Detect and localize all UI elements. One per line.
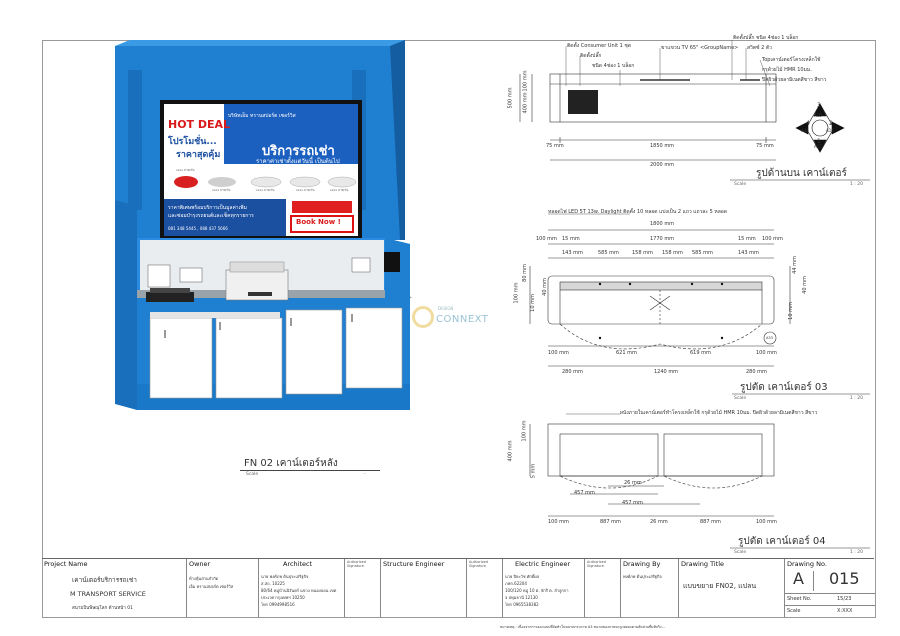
- cabinet-door: [215, 317, 283, 399]
- car-row: [174, 176, 357, 188]
- section-03-title: รูปตัด เคาน์เตอร์ 03: [740, 382, 828, 393]
- compass-icon: [795, 103, 845, 153]
- drawing-by-cell: Drawing By พงศ์ภพ ต้นปุระเสริฐกิจ: [620, 559, 678, 617]
- architect-signature-cell: Authorized Signature: [344, 559, 380, 617]
- section-04-title: รูปตัด เคาน์เตอร์ 04: [738, 536, 826, 547]
- render-scale-label: Scale: [246, 472, 259, 477]
- ad-service-title: บริการรถเช่า: [262, 144, 335, 159]
- socket-icon: [179, 267, 203, 283]
- ad-price: xxxx บาท/วัน: [212, 188, 231, 192]
- ad-body2: และซ่อมบำรุงรถยนต์และเช็คทุกรายการ: [168, 213, 254, 219]
- ad-price: xxxx บาท/วัน: [176, 168, 195, 172]
- project-cell: Project Name เคาน์เตอร์บริการรถเช่า M TR…: [44, 560, 146, 611]
- ad-price: xxxx บาท/วัน: [256, 188, 275, 192]
- router-icon: [146, 288, 194, 302]
- callout-icon: [763, 331, 777, 345]
- printer-icon: [225, 261, 289, 301]
- cabinet-door: [345, 307, 403, 389]
- ad-hot-deal: HOT DEAL: [168, 118, 231, 131]
- ad-book-now: Book Now !: [296, 218, 341, 226]
- drawing-no-cell: Drawing No. A 015 Sheet No. 15/23 Scale …: [784, 559, 875, 617]
- electric-cell: Electric Engineer นาย ปิยะวัช ศักดิ์ผล ภ…: [502, 559, 584, 617]
- socket-icon: [147, 264, 171, 288]
- consumer-unit-block: [568, 90, 598, 114]
- ad-promo2: ราคาสุดคุ้ม: [176, 150, 221, 160]
- ad-brand: บริษัทเอ็ม ทรานสปอร์ต เซอร์วิส: [228, 113, 296, 119]
- top-view-title: รูปด้านบน เคาน์เตอร์: [756, 168, 847, 179]
- electric-signature-cell: Authorized Signature: [584, 559, 620, 617]
- drawing-title-cell: Drawing Title แบบขยาย FN02, แปลน: [678, 559, 784, 617]
- structure-signature-cell: Authorized Signature: [466, 559, 502, 617]
- socket-icon: [351, 257, 371, 273]
- ad-price: xxxx บาท/วัน: [296, 188, 315, 192]
- ad-phones: 081 348 5445 , 088 437 5666: [168, 226, 228, 231]
- render-caption: FN 02 เคาน์เตอร์หลัง: [244, 458, 338, 469]
- structure-cell: Structure Engineer: [380, 559, 466, 617]
- ad-price: xxxx บาท/วัน: [330, 188, 349, 192]
- title-block: Project Name เคาน์เตอร์บริการรถเช่า M TR…: [42, 558, 875, 617]
- cabinet-door: [149, 317, 213, 399]
- footnote: หมายเหตุ : เนื่องจากการออกแบบที่จัดทำในข…: [500, 625, 665, 629]
- cabinet-door: [285, 309, 343, 395]
- architect-cell: Architect นาย พงศ์ภพ ต้นปุระเสริฐกิจ ส.ส…: [258, 559, 344, 617]
- owner-cell: Owner ห้างหุ้นส่วนจำกัด เอ็ม ทรานสปอร์ต …: [186, 559, 258, 617]
- render-scale-value: -: [364, 472, 366, 477]
- ad-promo1: โปรโมชั่น...: [168, 137, 217, 147]
- ad-service-sub: ราคาค่าเช่าตั้งแต่วันนี้ เป็นต้นไป: [256, 158, 340, 165]
- ad-body1: ราคาพิเศษพร้อมบริการเป็นมูลค่าเพิ่ม: [168, 205, 247, 211]
- consumer-unit-icon: [384, 252, 400, 272]
